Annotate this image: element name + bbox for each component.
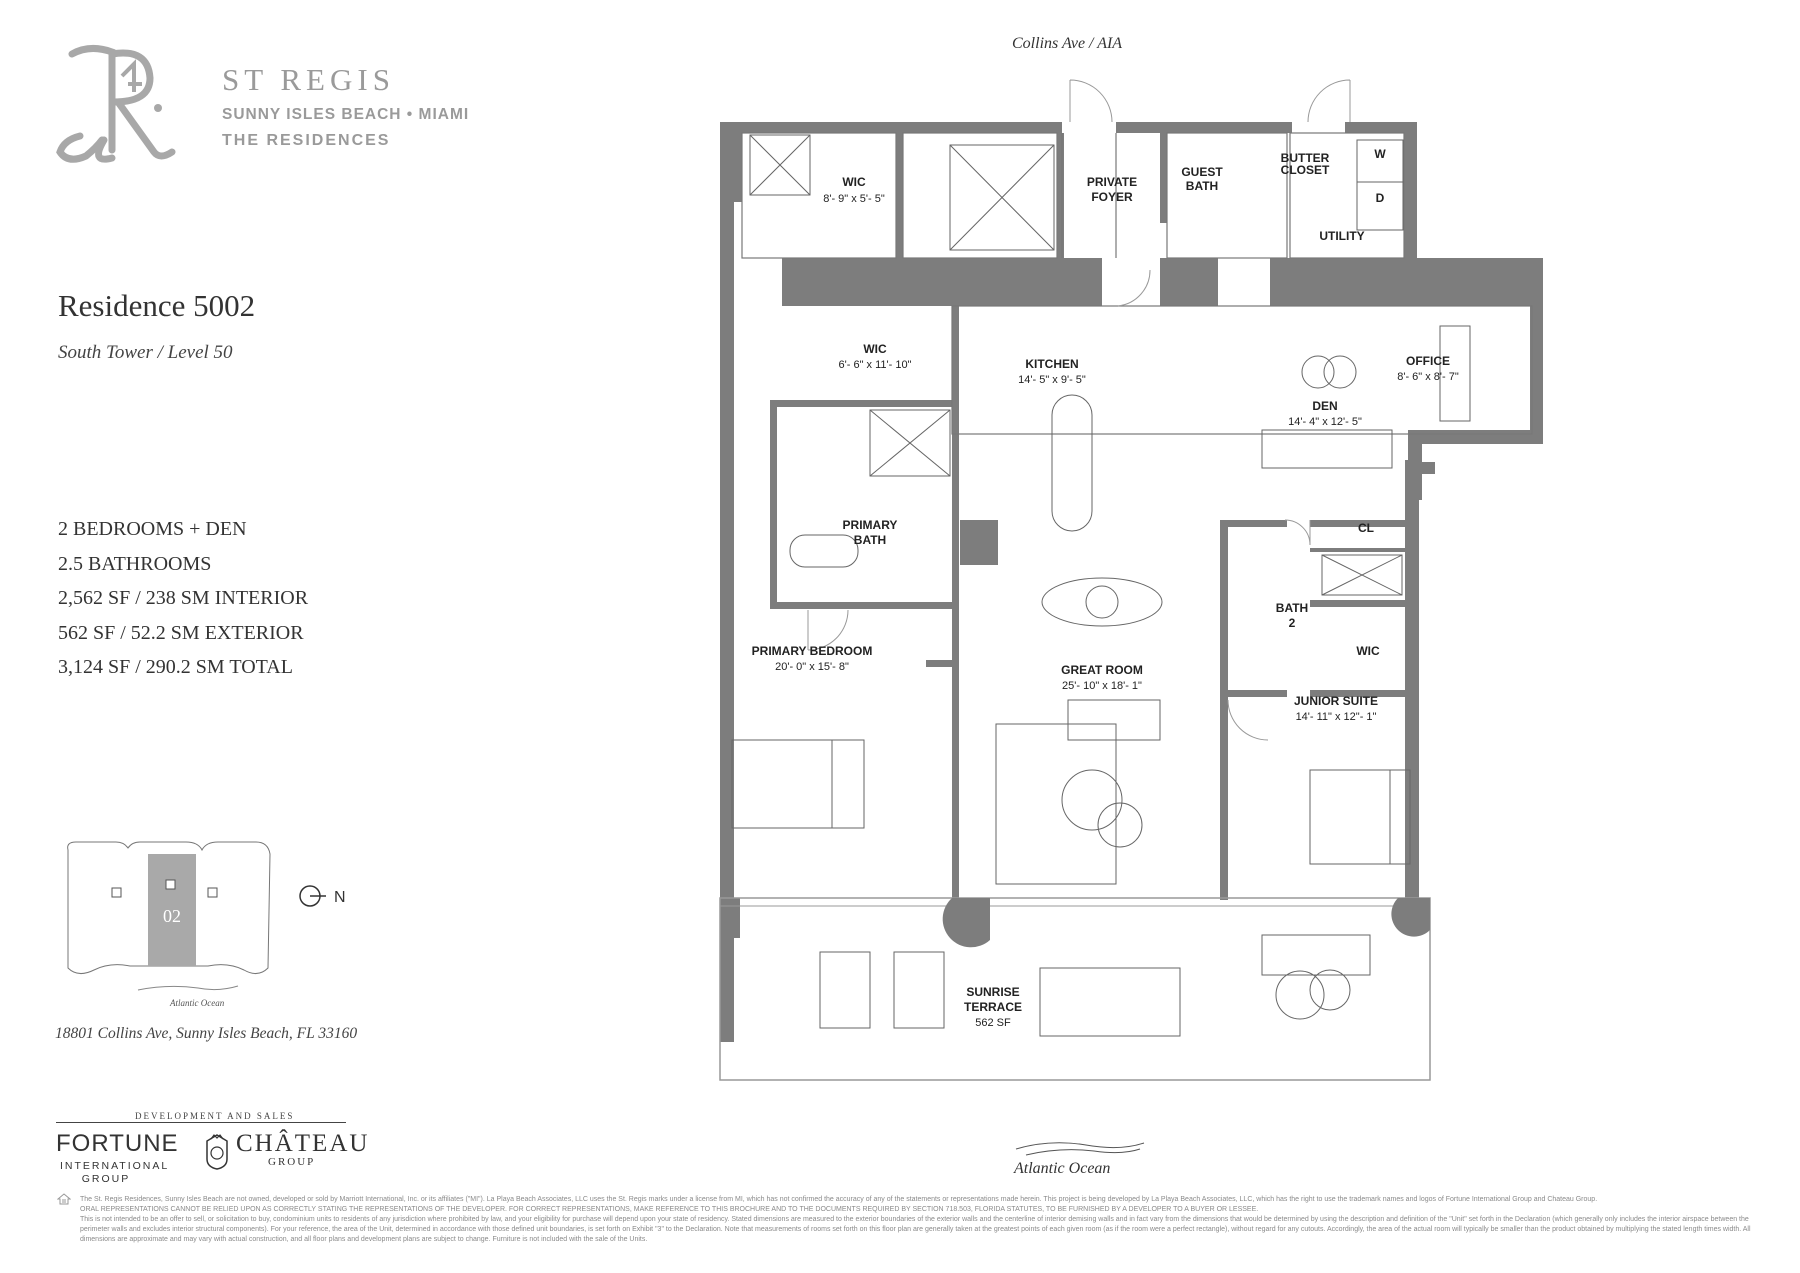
- residence-subtitle: South Tower / Level 50: [58, 342, 233, 363]
- dim-den: 14'- 4" x 12'- 5": [1288, 416, 1362, 428]
- disclaimer-paragraph-2: ORAL REPRESENTATIONS CANNOT BE RELIED UP…: [80, 1206, 1259, 1213]
- label-private-foyer: PRIVATE: [1087, 175, 1137, 189]
- legal-disclaimer: The St. Regis Residences, Sunny Isles Be…: [80, 1195, 1780, 1245]
- terrace-outline: [719, 897, 1431, 1081]
- ocean-label: Atlantic Ocean: [1014, 1160, 1111, 1177]
- label-primary-bath-2: BATH: [854, 533, 886, 547]
- label-washer: W: [1374, 147, 1386, 161]
- label-terrace-area: 562 SF: [975, 1017, 1011, 1029]
- label-closet: CL: [1358, 521, 1374, 535]
- dim-wic-top: 8'- 9" x 5'- 5": [823, 193, 885, 205]
- key-plan: 02 N Atlantic Ocean: [67, 841, 346, 1008]
- label-guest-bath: GUEST: [1181, 165, 1223, 179]
- label-bath-2-number: 2: [1289, 616, 1296, 630]
- label-guest-bath-2: BATH: [1186, 179, 1218, 193]
- fortune-logo-text: FORTUNE: [56, 1130, 179, 1157]
- key-plan-unit-label: 02: [163, 906, 181, 926]
- dim-primary-bedroom: 20'- 0" x 15'- 8": [775, 661, 849, 673]
- label-butter-closet-2: CLOSET: [1281, 163, 1330, 177]
- label-den: DEN: [1312, 399, 1337, 413]
- property-address: 18801 Collins Ave, Sunny Isles Beach, FL…: [55, 1025, 358, 1042]
- st-regis-monogram-logo: [56, 45, 176, 163]
- street-label: Collins Ave / AIA: [1012, 35, 1123, 52]
- dim-junior-suite: 14'- 11" x 12"- 1": [1296, 711, 1377, 723]
- key-plan-unit-highlight: [148, 854, 196, 966]
- column-right: [1391, 898, 1430, 937]
- stat-interior: 2,562 SF / 238 SM INTERIOR: [58, 587, 309, 609]
- label-private-foyer-2: FOYER: [1091, 190, 1133, 204]
- label-wic-top: WIC: [842, 175, 866, 189]
- label-utility: UTILITY: [1319, 229, 1364, 243]
- label-kitchen: KITCHEN: [1025, 357, 1078, 371]
- unit-stats: 2 BEDROOMS + DEN 2.5 BATHROOMS 2,562 SF …: [58, 512, 308, 685]
- walls: [720, 122, 1543, 1042]
- dim-kitchen: 14'- 5" x 9'- 5": [1018, 374, 1086, 386]
- fortune-logo-subtext: INTERNATIONAL GROUP: [60, 1160, 170, 1186]
- fortune-sub-line-2: GROUP: [81, 1173, 131, 1185]
- label-sunrise-terrace: SUNRISE: [966, 985, 1019, 999]
- label-junior-suite: JUNIOR SUITE: [1294, 694, 1378, 708]
- label-butter-closet: BUTTER: [1281, 151, 1330, 165]
- brand-location: SUNNY ISLES BEACH • MIAMI: [222, 106, 470, 123]
- label-dryer: D: [1376, 191, 1385, 205]
- brand-tagline: THE RESIDENCES: [222, 132, 391, 149]
- chateau-crest-icon: [206, 1134, 228, 1170]
- key-plan-ocean-label: Atlantic Ocean: [169, 998, 225, 1008]
- stat-bathrooms: 2.5 BATHROOMS: [58, 552, 212, 575]
- chateau-logo-subtext: GROUP: [268, 1156, 316, 1168]
- disclaimer-paragraph-1: The St. Regis Residences, Sunny Isles Be…: [80, 1196, 1598, 1203]
- label-office: OFFICE: [1406, 354, 1450, 368]
- label-great-room: GREAT ROOM: [1061, 663, 1143, 677]
- column-left: [942, 898, 990, 948]
- label-wic-junior: WIC: [1356, 644, 1380, 658]
- brand-name: ST REGIS: [222, 62, 395, 97]
- dim-wic-mid: 6'- 6" x 11'- 10": [839, 359, 912, 371]
- chateau-logo-text: CHÂTEAU: [236, 1130, 370, 1157]
- disclaimer-paragraph-3: This is not intended to be an offer to s…: [80, 1216, 1751, 1243]
- development-sales-label: DEVELOPMENT AND SALES: [135, 1111, 295, 1121]
- equal-housing-icon: [57, 1193, 71, 1205]
- ocean-wave-icon: [1015, 1142, 1145, 1156]
- residence-title: Residence 5002: [58, 288, 256, 323]
- stat-exterior: 562 SF / 52.2 SM EXTERIOR: [58, 621, 304, 644]
- label-bath-2: BATH: [1276, 601, 1308, 615]
- fortune-sub-line-1: INTERNATIONAL: [60, 1160, 170, 1172]
- divider: [56, 1122, 346, 1123]
- dim-great-room: 25'- 10" x 18'- 1": [1062, 680, 1142, 692]
- stat-bedrooms: 2 BEDROOMS + DEN: [58, 518, 247, 540]
- label-wic-mid: WIC: [863, 342, 887, 356]
- label-primary-bath: PRIMARY: [843, 518, 898, 532]
- stat-total: 3,124 SF / 290.2 SM TOTAL: [58, 656, 293, 678]
- dim-office: 8'- 6" x 8'- 7": [1397, 371, 1459, 383]
- north-label: N: [334, 889, 346, 906]
- label-primary-bedroom: PRIMARY BEDROOM: [752, 644, 873, 658]
- label-sunrise-terrace-2: TERRACE: [964, 1000, 1022, 1014]
